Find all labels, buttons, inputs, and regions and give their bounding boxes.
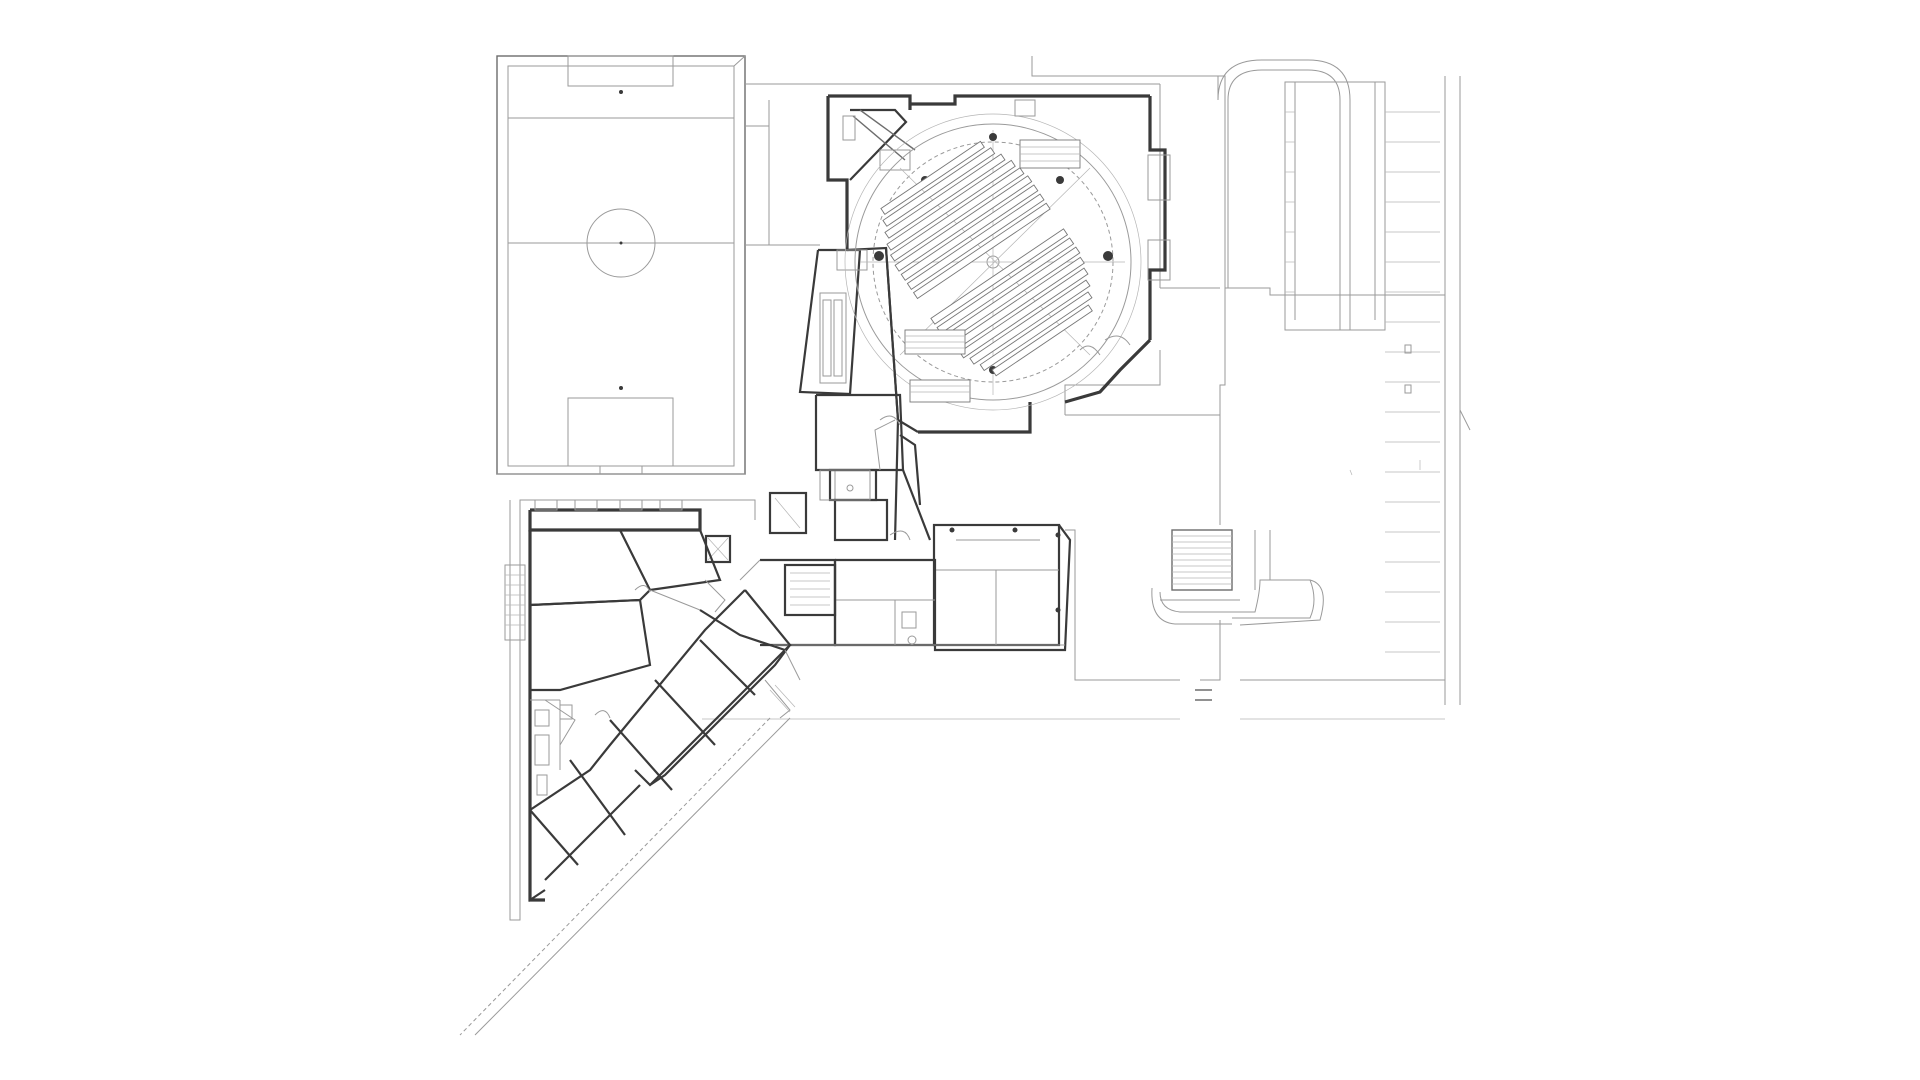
parking-area [1217,59,1440,653]
church-pews [880,140,1093,377]
site-boundary [459,56,1471,1036]
classroom-wing [504,499,801,921]
church-hall [798,94,1171,434]
football-pitch [496,55,746,475]
parking-stalls [1285,111,1440,653]
front-steps [1151,529,1324,701]
corridor [819,247,932,541]
choir-seats [904,139,1081,403]
